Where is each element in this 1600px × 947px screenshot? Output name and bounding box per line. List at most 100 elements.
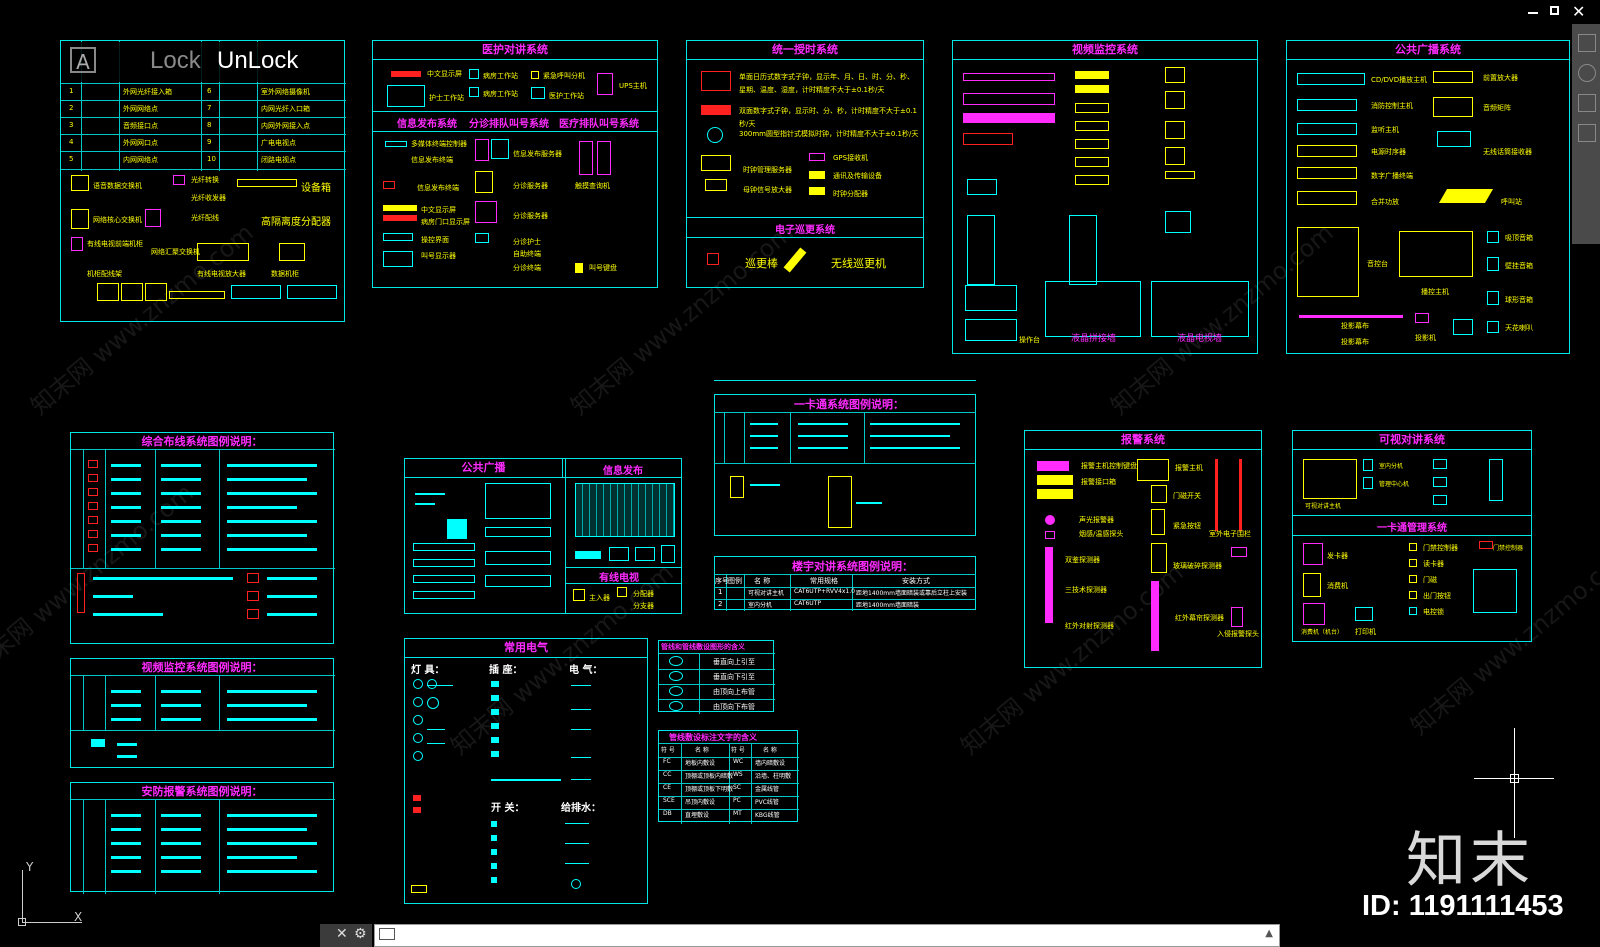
panelboard-icon [413, 795, 421, 801]
panel-alarm: 报警系统 报警主机控制键盘 报警接口箱 报警主机 门磁开关 声光报警器 烟感/温… [1024, 430, 1262, 668]
unlock-button[interactable]: UnLock [217, 47, 299, 74]
matrix-icon [1433, 97, 1473, 117]
item-label: 设备箱 [301, 183, 331, 194]
orbit-icon[interactable] [1578, 124, 1596, 142]
table-cell: SCE [663, 797, 675, 804]
history-up-icon[interactable]: ▲ [1265, 928, 1273, 939]
rack-unit-icon [413, 591, 475, 599]
panel-title: 一卡通系统图例说明： [794, 398, 904, 411]
lock-button[interactable]: Lock [150, 47, 201, 74]
close-command-icon[interactable]: ✕ [336, 926, 348, 942]
command-input[interactable] [403, 927, 1247, 945]
workstation-icon [469, 87, 479, 97]
console-icon [965, 319, 1017, 341]
item-label: 自助终端 [513, 250, 541, 258]
item-label: 呼叫站 [1501, 198, 1522, 206]
table-cell: 内网光纤入口箱 [261, 105, 310, 113]
item-label: 病房工作站 [483, 90, 518, 98]
controller-icon [1409, 543, 1417, 551]
cabinet-icon [71, 237, 83, 251]
panel-security-legend: 安防报警系统图例说明： [70, 782, 335, 894]
item-label: 消费机（机台） [1301, 629, 1344, 636]
splitter-icon [279, 243, 305, 261]
table-cell: 室内分机 [748, 602, 773, 609]
item-label: 入侵报警探头 [1217, 630, 1259, 638]
navigation-bar[interactable] [1572, 24, 1600, 244]
server-icon [1075, 121, 1109, 131]
item-label: 液晶电视墙 [1177, 334, 1223, 344]
patrol-reader-icon [783, 247, 807, 273]
item-label: 投影幕布 [1341, 338, 1369, 346]
keyboard-icon [575, 263, 583, 273]
item-label: 报警主机控制键盘 [1081, 462, 1137, 470]
outlet-icon [88, 530, 98, 538]
table-cell: 沿墙、柱明敷 [755, 773, 792, 780]
nav-handle-icon[interactable] [1578, 34, 1596, 52]
person-icon [77, 573, 85, 613]
pan-icon[interactable] [1578, 64, 1596, 82]
zoom-icon[interactable] [1578, 94, 1596, 112]
control-host-icon [1399, 231, 1473, 277]
device-icon [661, 545, 675, 563]
projector-icon [1415, 313, 1429, 323]
item-label: 分诊护士 [513, 238, 541, 246]
amplifier-icon [705, 179, 727, 191]
phone-icon [531, 87, 545, 99]
lamp-icon [427, 697, 439, 709]
item-label: 红外对射探测器 [1065, 622, 1114, 630]
close-icon[interactable]: ✕ [1572, 2, 1586, 21]
rack-unit-icon [485, 551, 551, 565]
table-cell: 由顶向上布管 [713, 688, 755, 696]
panel-electrical: 常用电气 灯 具： 插 座： 电 气： 开 关： 给排水： [404, 638, 648, 904]
panel-title: 报警系统 [1025, 431, 1261, 450]
column-title: 电 气： [569, 665, 603, 676]
storage-icon [1165, 91, 1185, 109]
table-cell: KBG线管 [755, 812, 780, 819]
workstation-icon [469, 69, 479, 79]
panel-title: 视频监控系统 [953, 41, 1257, 60]
command-prompt-icon[interactable] [379, 928, 395, 940]
card-issuer-icon [1303, 543, 1323, 565]
table-header: 名 称 [763, 747, 777, 754]
table-cell: 9 [207, 138, 212, 146]
customize-wrench-icon[interactable]: ⚙ [354, 926, 367, 942]
controller-icon [575, 551, 601, 559]
item-label: 播控主机 [1421, 288, 1449, 296]
section-title: 信息发布系统 [397, 119, 457, 130]
turnstile-icon [1473, 569, 1517, 613]
lamp-icon [413, 751, 423, 761]
lamp-icon [427, 679, 437, 689]
item-label: 机柜配线架 [87, 270, 122, 278]
command-line[interactable]: ▲ [374, 924, 1280, 947]
legend-rows [71, 449, 335, 569]
outlet-icon [88, 474, 98, 482]
ups-icon [597, 73, 613, 95]
table-cell: 距地1400mm墙面暗装 [856, 602, 919, 609]
outlet-icon [88, 502, 98, 510]
item-label: 红外幕帘探测器 [1175, 614, 1224, 622]
door-contact-icon [1151, 509, 1165, 535]
sounder-icon [1045, 515, 1055, 525]
tv-splitter-icon [617, 587, 627, 597]
item-label: 读卡器 [1423, 560, 1444, 568]
panel-title: 楼宇对讲系统图例说明： [792, 560, 913, 573]
item-label: 消费机 [1327, 582, 1348, 590]
alarm-keyboard-icon [1037, 461, 1069, 471]
item-label: 有线电视前端机柜 [87, 240, 143, 248]
transmission-icon [809, 171, 825, 179]
legend-table [61, 41, 346, 171]
table-cell: 2 [69, 104, 74, 112]
item-label: 分诊终端 [513, 264, 541, 272]
pos-icon [1303, 573, 1321, 597]
panel-cabling-legend: 综合布线系统图例说明： [70, 432, 335, 644]
restore-icon[interactable] [1550, 6, 1559, 15]
axis-y-label: Y [26, 860, 34, 874]
conduit-top-down-icon [669, 701, 683, 711]
item-label: 信息发布终端 [417, 184, 459, 192]
dome-camera-icon [963, 93, 1055, 105]
minimize-icon[interactable] [1528, 12, 1538, 14]
amplifier-icon [485, 483, 551, 519]
item-label: 护士工作站 [429, 94, 464, 102]
item-label: 数字广播终端 [1371, 172, 1413, 180]
section-title: 有线电视 [599, 573, 639, 584]
